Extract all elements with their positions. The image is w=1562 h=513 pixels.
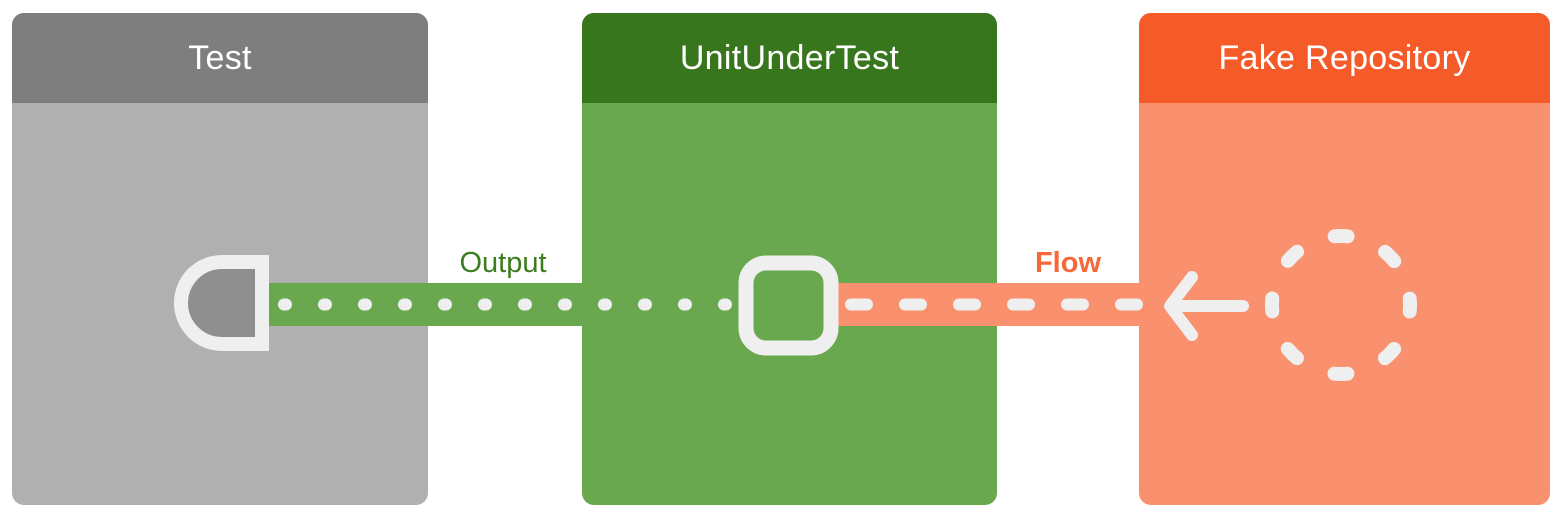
node-test: Test [12, 13, 428, 505]
output-edge-label: Output [459, 247, 547, 279]
node-unit-under-test: UnitUnderTest [582, 13, 997, 505]
node-test-header: Test [12, 13, 428, 103]
node-fake-repository: Fake Repository [1139, 13, 1550, 505]
flow-edge-label: Flow [1034, 247, 1102, 279]
node-fake-repository-title: Fake Repository [1218, 38, 1471, 77]
node-unit-under-test-header: UnitUnderTest [582, 13, 997, 103]
node-fake-repository-header: Fake Repository [1139, 13, 1550, 103]
node-test-title: Test [188, 38, 252, 77]
node-unit-under-test-title: UnitUnderTest [679, 38, 900, 77]
